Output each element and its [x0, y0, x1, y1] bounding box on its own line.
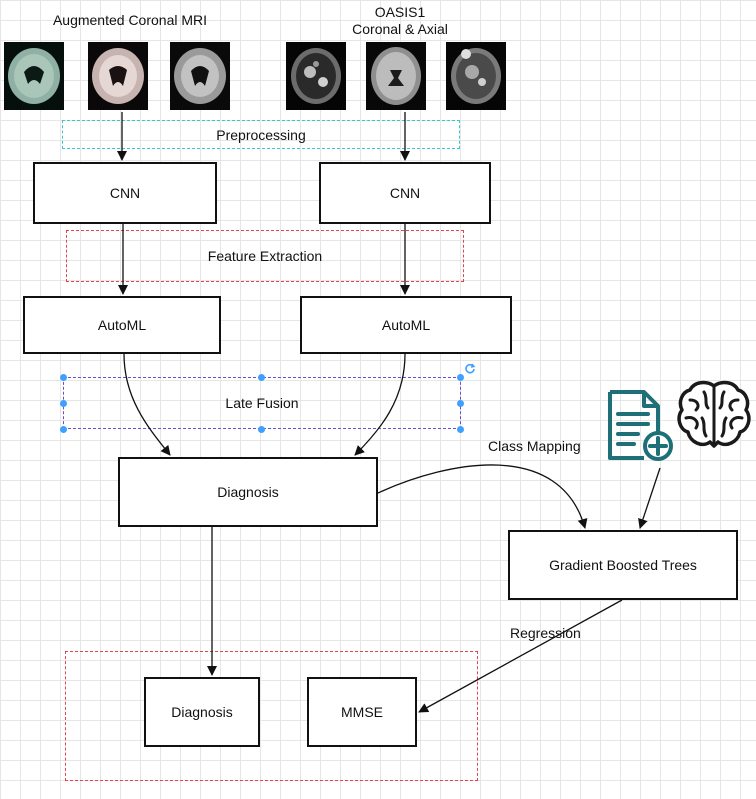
output-mmse-label: MMSE: [341, 704, 383, 720]
cnn-right-label: CNN: [389, 185, 421, 201]
arrow-icons-to-gbt: [638, 467, 661, 529]
preprocessing-label: Preprocessing: [216, 126, 306, 143]
selection-handle-bm[interactable]: [258, 426, 265, 433]
arrow-diagnosis-to-gbt: [377, 464, 588, 529]
selection-handle-mr[interactable]: [457, 400, 464, 407]
output-mmse-box[interactable]: MMSE: [307, 677, 417, 747]
selection-handle-tm[interactable]: [258, 374, 265, 381]
right-input-title-line1: OASIS1: [374, 4, 426, 20]
diagnosis-box[interactable]: Diagnosis: [118, 457, 378, 527]
preprocessing-region: Preprocessing: [62, 120, 460, 149]
brain-icon: [676, 378, 752, 454]
selection-handle-ml[interactable]: [60, 400, 67, 407]
diagnosis-label: Diagnosis: [217, 484, 279, 500]
output-region: [65, 651, 478, 781]
feature-extraction-label: Feature Extraction: [207, 248, 323, 264]
mri-image-oasis-2: [366, 42, 426, 110]
class-mapping-label: Class Mapping: [488, 438, 581, 454]
right-input-title-line2: Coronal & Axial: [352, 21, 448, 37]
arrow-automl-left-to-diagnosis: [123, 353, 171, 456]
selection-handle-tr[interactable]: [457, 374, 464, 381]
cnn-left-label: CNN: [109, 185, 141, 201]
mri-image-coronal-3: [170, 42, 230, 110]
feature-extraction-region: Feature Extraction: [66, 230, 464, 282]
arrow-gbt-to-mmse: [418, 599, 623, 713]
selection-handle-bl[interactable]: [60, 426, 67, 433]
mri-image-coronal-1: [4, 42, 64, 110]
automl-right-label: AutoML: [381, 317, 431, 333]
mri-image-coronal-2: [88, 42, 148, 110]
late-fusion-label: Late Fusion: [225, 395, 299, 411]
cnn-right-box[interactable]: CNN: [319, 162, 491, 224]
selection-handle-br[interactable]: [457, 426, 464, 433]
automl-left-label: AutoML: [97, 317, 147, 333]
mri-image-oasis-3: [446, 42, 506, 110]
gradient-boosted-trees-box[interactable]: Gradient Boosted Trees: [508, 530, 738, 600]
left-input-title: Augmented Coronal MRI: [52, 12, 208, 28]
selection-handle-tl[interactable]: [60, 374, 67, 381]
rotate-icon[interactable]: [464, 362, 476, 374]
regression-label: Regression: [510, 625, 581, 641]
automl-right-box[interactable]: AutoML: [300, 296, 512, 354]
output-diagnosis-box[interactable]: Diagnosis: [144, 677, 260, 747]
arrow-automl-right-to-diagnosis: [354, 353, 406, 456]
output-diagnosis-label: Diagnosis: [171, 704, 233, 720]
cnn-left-box[interactable]: CNN: [33, 162, 217, 224]
mri-image-oasis-1: [286, 42, 346, 110]
gradient-boosted-trees-label: Gradient Boosted Trees: [549, 557, 697, 573]
automl-left-box[interactable]: AutoML: [23, 296, 221, 354]
medical-document-plus-icon: [604, 388, 676, 464]
